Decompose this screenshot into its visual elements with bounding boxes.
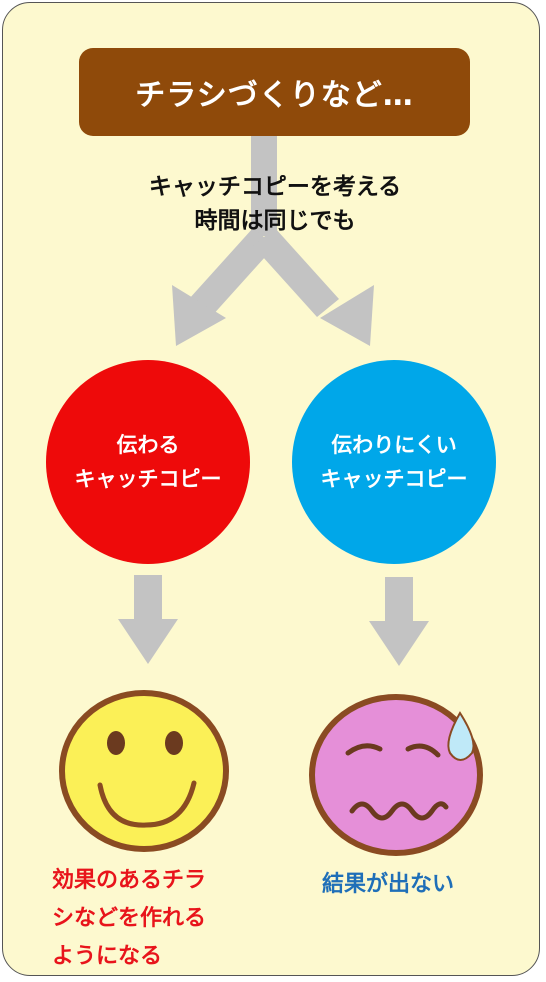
negative-result-line-1: 結果が出ない bbox=[322, 872, 455, 897]
positive-result-line-3: ようになる bbox=[52, 944, 163, 969]
header-box: チラシづくりなど… bbox=[79, 48, 470, 136]
positive-result-line-2: シなどを作れる bbox=[52, 906, 207, 931]
left-down-arrow bbox=[134, 575, 162, 621]
subtitle-line-2: 時間は同じでも bbox=[194, 208, 356, 234]
effective-copy-circle: 伝わる キャッチコピー bbox=[46, 360, 250, 564]
right-down-arrow bbox=[385, 577, 413, 623]
worried-face-icon bbox=[309, 694, 483, 856]
ineffective-copy-line-1: 伝わりにくい bbox=[331, 433, 457, 457]
subtitle-line-1: キャッチコピーを考える bbox=[148, 174, 402, 200]
smiley-face-icon bbox=[59, 690, 229, 852]
positive-result-line-1: 効果のあるチラ bbox=[52, 868, 207, 893]
effective-copy-line-1: 伝わる bbox=[116, 433, 180, 457]
negative-result: 結果が出ない bbox=[322, 866, 454, 904]
stem-arrow bbox=[251, 136, 277, 236]
header-title: チラシづくりなど… bbox=[135, 78, 414, 113]
left-down-arrowhead bbox=[118, 619, 178, 664]
positive-result: 効果のあるチラ シなどを作れる ようになる bbox=[52, 862, 206, 976]
left-branch-arrowhead bbox=[172, 285, 226, 346]
ineffective-copy-line-2: キャッチコピー bbox=[320, 467, 468, 491]
right-branch-arrowhead bbox=[320, 285, 374, 346]
ineffective-copy-circle: 伝わりにくい キャッチコピー bbox=[292, 360, 496, 564]
right-branch-arrow bbox=[253, 228, 339, 317]
effective-copy-line-2: キャッチコピー bbox=[74, 467, 222, 491]
subtitle: キャッチコピーを考える 時間は同じでも bbox=[100, 170, 450, 238]
right-down-arrowhead bbox=[369, 621, 429, 666]
left-branch-arrow bbox=[189, 228, 275, 317]
